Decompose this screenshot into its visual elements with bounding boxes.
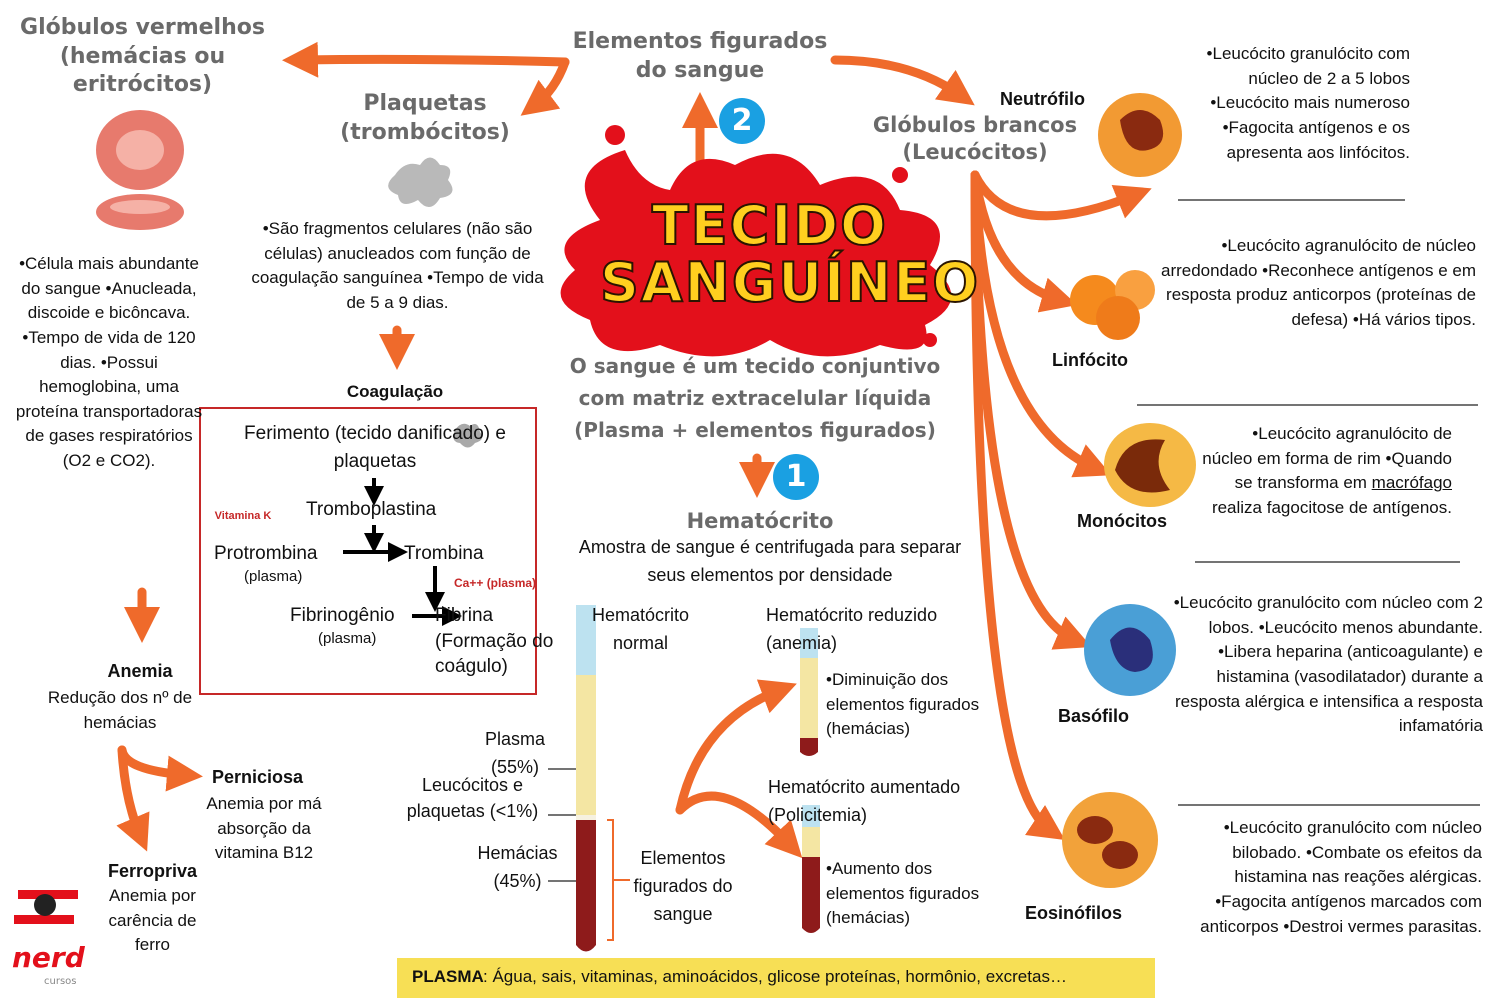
center-title: TECIDO SANGUÍNEO <box>599 194 981 314</box>
nerd-logo-image <box>14 890 78 924</box>
monocitos-label: Monócitos <box>1077 511 1167 531</box>
arrow-to-neutrofilo <box>970 170 1152 221</box>
center-description: O sangue é um tecido conjuntivo com matr… <box>569 354 941 442</box>
plaquetas-title: Plaquetas (trombócitos) <box>340 91 510 145</box>
eosinofilo-image <box>1062 792 1158 888</box>
plasma-bar: PLASMA : Água, sais, vitaminas, aminoáci… <box>397 958 1155 998</box>
tube-reduzido <box>800 628 818 756</box>
platelet-image <box>388 157 453 208</box>
arrow-to-plaquetas <box>520 57 570 116</box>
elementos-title: Elementos figurados do sangue <box>572 29 828 83</box>
leucocitos-title: Glóbulos brancos (Leucócitos) <box>872 113 1078 165</box>
arrow-to-perniciosa <box>117 745 203 792</box>
neutrofilo-image <box>1098 93 1182 177</box>
coag-trombina: Trombina <box>404 543 484 564</box>
monocitos-facts-1: •Leucócito agranulócito de núcleo em for… <box>1202 424 1452 493</box>
hemacias-facts: •Célula mais abundante do sangue •Anucle… <box>15 254 203 471</box>
hematocrito-aumentado-desc: •Aumento dos elementos figurados (hemáci… <box>826 859 980 928</box>
hematocrito-leucocitos: Leucócitos e plaquetas (<1%) <box>406 775 539 822</box>
arrow-to-eosinofilos <box>970 170 1065 841</box>
anemia-title: Anemia <box>107 661 173 681</box>
neutrofilo-label: Neutrófilo <box>1000 89 1085 109</box>
nerd-logo-text: nerd <box>12 941 85 974</box>
coag-vitamina-k: Vitamina K <box>214 510 272 522</box>
arrow-to-reduzido <box>675 679 797 815</box>
perniciosa-title: Perniciosa <box>211 767 304 787</box>
plasma-bar-text: : Água, sais, vitaminas, aminoácidos, gl… <box>483 967 1067 986</box>
hemacias-title: Glóbulos vermelhos (hemácias ou eritróci… <box>20 15 265 98</box>
anemia-desc: Redução dos nº de hemácias <box>47 688 193 732</box>
hematocrito-elementos: Elementos figurados do sangue <box>633 848 733 924</box>
linfocito-facts: •Leucócito agranulócito de núcleo arredo… <box>1160 236 1476 329</box>
hematocrito-title: Hematócrito <box>686 509 834 533</box>
coag-plasma-2: (plasma) <box>318 630 377 647</box>
hematocrito-reduzido-desc: •Diminuição dos elementos figurados (hem… <box>826 670 980 739</box>
badge-2: 2 <box>719 98 765 144</box>
basofilo-label: Basófilo <box>1058 706 1130 726</box>
hematocrito-normal: Hematócrito normal <box>591 605 690 653</box>
coag-plasma-1: (plasma) <box>244 568 303 585</box>
monocitos-facts-2: realiza fagocitose de antígenos. <box>1211 497 1452 517</box>
tube-aumentado <box>802 805 820 933</box>
coagulacao-title: Coagulação <box>346 382 444 401</box>
neutrofilo-facts: •Leucócito granulócito com núcleo de 2 a… <box>1206 44 1410 162</box>
tube-normal <box>576 605 596 952</box>
hematocrito-reduzido: Hematócrito reduzido (anemia) <box>766 605 938 653</box>
arrow-to-hemacias <box>282 41 570 78</box>
plaquetas-facts: •São fragmentos celulares (não são célul… <box>251 219 544 312</box>
plasma-bar-label: PLASMA <box>412 967 484 986</box>
monocitos-facts-macro: macrófago <box>1371 473 1452 493</box>
eosinofilos-facts: •Leucócito granulócito com núcleo biloba… <box>1200 818 1482 936</box>
ferropriva-title: Ferropriva <box>107 861 198 881</box>
arrow-to-aumentado <box>675 791 803 859</box>
monocitos-facts: •Leucócito agranulócito de núcleo em for… <box>1200 422 1452 521</box>
platelet-small-image <box>453 423 483 448</box>
perniciosa-desc: Anemia por má absorção da vitamina B12 <box>206 794 322 863</box>
coag-ferimento: Ferimento (tecido danificado) e plaqueta… <box>244 423 506 472</box>
coag-fibrinogenio: Fibrinogênio <box>290 605 395 626</box>
arrow-to-leucocitos <box>830 55 975 106</box>
basofilo-image <box>1084 604 1176 696</box>
title-line-1: TECIDO <box>651 194 889 257</box>
coagulacao-box <box>199 407 537 695</box>
eosinofilos-label: Eosinófilos <box>1025 903 1123 923</box>
coag-fibrina: Fibrina (Formação do coágulo) <box>435 605 554 678</box>
basofilo-facts: •Leucócito granulócito com núcleo com 2 … <box>1173 593 1483 736</box>
hematocrito-aumentado: Hematócrito aumentado (Policitemia) <box>768 777 961 825</box>
ferropriva-desc: Anemia por carência de ferro <box>108 886 197 955</box>
coag-tromboplastina: Tromboplastina <box>306 499 437 520</box>
coag-protrombina: Protrombina <box>214 543 318 564</box>
arrow-to-ferropriva <box>116 745 150 852</box>
linfocito-image <box>1070 270 1155 340</box>
monocito-image <box>1104 423 1196 507</box>
coag-calcio: Ca++ (plasma) <box>454 576 537 590</box>
hematocrito-desc: Amostra de sangue é centrifugada para se… <box>578 537 962 585</box>
linfocito-label: Linfócito <box>1052 350 1128 370</box>
hematocrito-plasma: Plasma (55%) <box>484 729 546 777</box>
red-blood-cell-image <box>96 110 184 230</box>
hematocrito-hemacias: Hemácias (45%) <box>477 843 558 891</box>
blood-splash <box>560 125 952 357</box>
badge-1: 1 <box>773 454 819 500</box>
title-line-2: SANGUÍNEO <box>599 250 981 314</box>
nerd-logo-sub: cursos <box>44 976 77 987</box>
